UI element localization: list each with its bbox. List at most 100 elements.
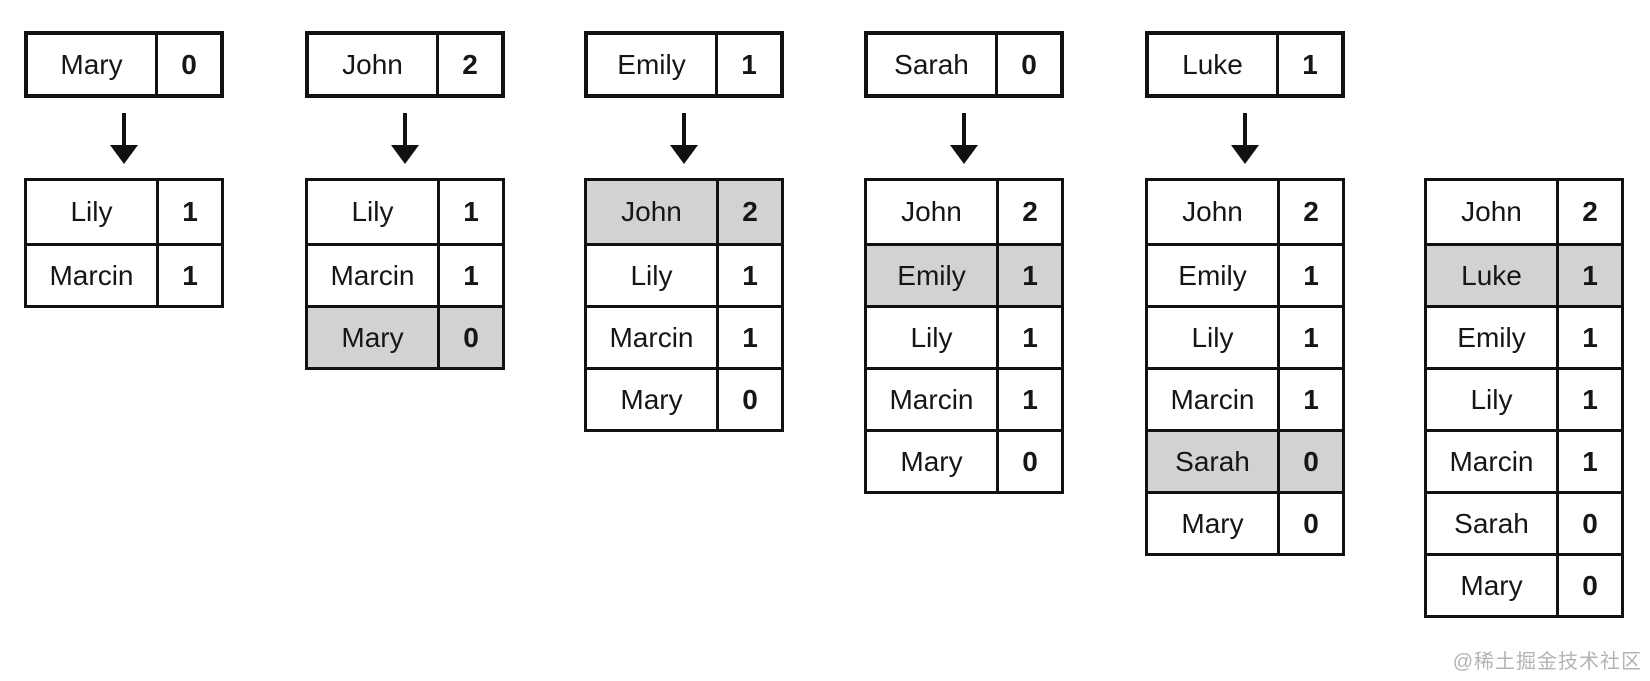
inserted-item-value: 1 <box>718 35 780 94</box>
inserted-item-name: Mary <box>28 35 158 94</box>
table-row: Mary 0 <box>587 367 781 429</box>
row-name: Lily <box>587 246 719 305</box>
table-row: Marcin 1 <box>27 243 221 305</box>
row-name: Marcin <box>308 246 440 305</box>
inserted-item-value: 0 <box>998 35 1060 94</box>
table-row: John 2 <box>587 181 781 243</box>
table-row: Lily 1 <box>867 305 1061 367</box>
row-name: Marcin <box>1427 432 1559 491</box>
inserted-item-name: John <box>309 35 439 94</box>
row-name: Emily <box>1148 246 1280 305</box>
row-value: 0 <box>1559 556 1621 615</box>
row-name: Luke <box>1427 246 1559 305</box>
table-row: Lily 1 <box>1427 367 1621 429</box>
down-arrow-icon <box>305 98 505 178</box>
arrow-shaft <box>682 112 686 145</box>
down-arrow-icon <box>1145 98 1345 178</box>
row-value: 1 <box>440 246 502 305</box>
row-name: Mary <box>308 308 440 367</box>
row-name: Marcin <box>587 308 719 367</box>
inserted-item-box: John 2 <box>305 31 505 98</box>
row-value: 0 <box>1280 494 1342 553</box>
arrow-head <box>950 144 978 164</box>
list-table: Lily 1 Marcin 1 Mary 0 <box>305 178 505 370</box>
row-value: 1 <box>440 181 502 243</box>
row-name: Mary <box>1427 556 1559 615</box>
row-value: 1 <box>1559 432 1621 491</box>
table-row: Luke 1 <box>1427 243 1621 305</box>
row-name: Lily <box>27 181 159 243</box>
table-row: Lily 1 <box>587 243 781 305</box>
row-name: Emily <box>1427 308 1559 367</box>
table-row: John 2 <box>867 181 1061 243</box>
row-name: Marcin <box>27 246 159 305</box>
row-name: Lily <box>1427 370 1559 429</box>
table-row: Mary 0 <box>1427 553 1621 615</box>
row-value: 1 <box>159 246 221 305</box>
row-name: John <box>1427 181 1559 243</box>
row-value: 0 <box>1280 432 1342 491</box>
down-arrow-icon <box>864 98 1064 178</box>
row-name: Lily <box>308 181 440 243</box>
list-table: John 2 Lily 1 Marcin 1 Mary 0 <box>584 178 784 432</box>
list-table: John 2 Emily 1 Lily 1 Marcin 1 Sarah 0 M… <box>1145 178 1345 556</box>
table-row: Marcin 1 <box>1427 429 1621 491</box>
row-value: 1 <box>719 308 781 367</box>
row-value: 1 <box>159 181 221 243</box>
table-row: John 2 <box>1148 181 1342 243</box>
arrow-head <box>110 144 138 164</box>
inserted-item-box: Mary 0 <box>24 31 224 98</box>
list-table: John 2 Luke 1 Emily 1 Lily 1 Marcin 1 Sa… <box>1424 178 1624 618</box>
row-name: John <box>1148 181 1280 243</box>
row-name: Sarah <box>1148 432 1280 491</box>
row-value: 1 <box>1559 370 1621 429</box>
table-row: Marcin 1 <box>587 305 781 367</box>
table-row: Emily 1 <box>867 243 1061 305</box>
row-value: 1 <box>1280 370 1342 429</box>
arrow-shaft <box>1243 112 1247 145</box>
row-value: 1 <box>1559 246 1621 305</box>
row-value: 2 <box>1559 181 1621 243</box>
row-value: 2 <box>1280 181 1342 243</box>
row-value: 0 <box>1559 494 1621 553</box>
row-value: 0 <box>440 308 502 367</box>
table-row: Mary 0 <box>308 305 502 367</box>
inserted-item-box: Emily 1 <box>584 31 784 98</box>
table-row: Sarah 0 <box>1427 491 1621 553</box>
inserted-item-value: 2 <box>439 35 501 94</box>
down-arrow-icon <box>584 98 784 178</box>
inserted-item-value: 1 <box>1279 35 1341 94</box>
table-row: John 2 <box>1427 181 1621 243</box>
row-value: 0 <box>719 370 781 429</box>
table-row: Lily 1 <box>308 181 502 243</box>
arrow-shaft <box>122 112 126 145</box>
row-name: Emily <box>867 246 999 305</box>
row-name: Marcin <box>867 370 999 429</box>
watermark: @稀土掘金技术社区 <box>1452 651 1642 673</box>
table-row: Lily 1 <box>27 181 221 243</box>
row-name: Lily <box>867 308 999 367</box>
row-name: John <box>587 181 719 243</box>
inserted-item-name: Emily <box>588 35 718 94</box>
inserted-item-box: Sarah 0 <box>864 31 1064 98</box>
row-name: Marcin <box>1148 370 1280 429</box>
list-table: Lily 1 Marcin 1 <box>24 178 224 308</box>
row-value: 1 <box>1559 308 1621 367</box>
row-value: 2 <box>999 181 1061 243</box>
row-value: 1 <box>999 370 1061 429</box>
arrow-shaft <box>403 112 407 145</box>
table-row: Marcin 1 <box>867 367 1061 429</box>
row-value: 0 <box>999 432 1061 491</box>
list-table: John 2 Emily 1 Lily 1 Marcin 1 Mary 0 <box>864 178 1064 494</box>
arrow-shaft <box>962 112 966 145</box>
down-arrow-icon <box>24 98 224 178</box>
inserted-item-box: Luke 1 <box>1145 31 1345 98</box>
table-row: Mary 0 <box>867 429 1061 491</box>
table-row: Mary 0 <box>1148 491 1342 553</box>
table-row: Marcin 1 <box>1148 367 1342 429</box>
row-value: 1 <box>1280 246 1342 305</box>
table-row: Emily 1 <box>1427 305 1621 367</box>
inserted-item-name: Sarah <box>868 35 998 94</box>
row-name: Sarah <box>1427 494 1559 553</box>
